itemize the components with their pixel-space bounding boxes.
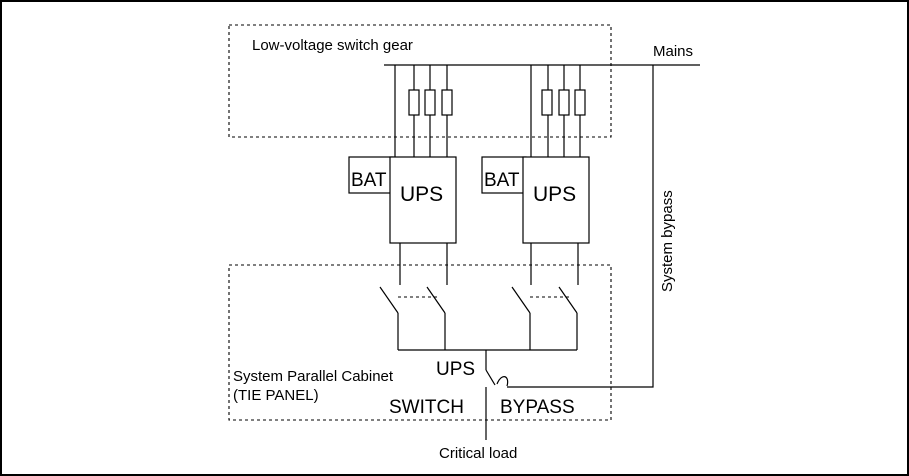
ups-label-1: UPS bbox=[400, 183, 443, 206]
battery-label-2: BAT bbox=[484, 170, 520, 191]
battery-label-1: BAT bbox=[351, 170, 387, 191]
left-fuses bbox=[408, 89, 453, 116]
mains-label: Mains bbox=[653, 43, 693, 60]
ups-unit-2 bbox=[522, 156, 590, 244]
ups-unit-1 bbox=[389, 156, 457, 244]
right-feeders bbox=[530, 65, 581, 158]
left-ups-output bbox=[379, 243, 448, 350]
tie-ups-label: UPS bbox=[436, 359, 475, 380]
right-ups-output bbox=[511, 243, 579, 350]
battery-box-1 bbox=[348, 156, 394, 194]
critical-load-label: Critical load bbox=[439, 445, 517, 462]
right-fuses bbox=[541, 89, 586, 116]
system-bypass-label: System bypass bbox=[659, 190, 676, 292]
left-feeders bbox=[394, 65, 448, 158]
tie-panel-boundary bbox=[228, 264, 612, 421]
cabinet-label-line1: System Parallel Cabinet bbox=[233, 368, 394, 385]
switch-label: SWITCH bbox=[389, 397, 464, 418]
bypass-label: BYPASS bbox=[500, 397, 575, 418]
lv-switch-gear-boundary bbox=[228, 24, 612, 138]
ups-label-2: UPS bbox=[533, 183, 576, 206]
transfer-switch bbox=[485, 369, 509, 440]
system-bypass-line bbox=[507, 65, 654, 388]
lv-switch-gear-label: Low-voltage switch gear bbox=[252, 37, 413, 54]
battery-box-2 bbox=[481, 156, 527, 194]
cabinet-label-line2: (TIE PANEL) bbox=[233, 387, 319, 404]
